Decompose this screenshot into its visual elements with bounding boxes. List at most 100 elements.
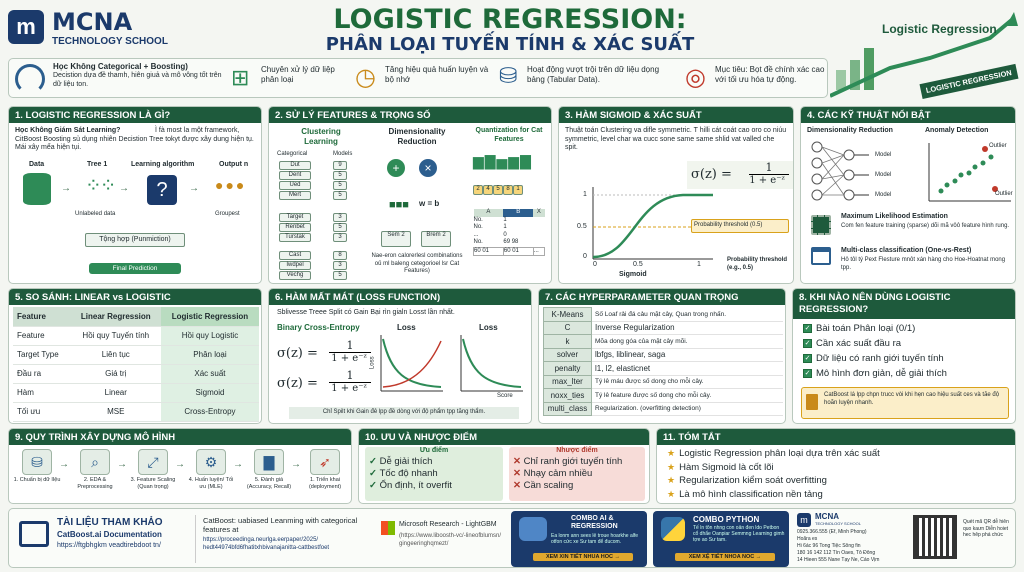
summary-text: Là mô hình classification nền tảng (679, 488, 823, 500)
panel-11-title: 11. TÓM TẮT (657, 429, 1015, 445)
compare-cell: Xác suất (160, 364, 259, 384)
pipeline-step: ▇ 5. Đánh giá (Accuracy, Recall) (243, 449, 295, 490)
header-badge: Logistic Regression LOGISTIC REGRESSION (829, 8, 1019, 104)
star-icon: ★ (667, 488, 676, 499)
num-cell: 3 (333, 213, 347, 222)
panel-features: 2. SỬ LÝ FEATURES & TRỌNG SỐ Clustering … (268, 106, 552, 284)
pipeline-step: ⚙4. Huấn luyện/ Tối ưu (MLE) (185, 449, 237, 490)
step-label: 5. Đánh giá (Accuracy, Recall) (246, 477, 292, 490)
p2-models: Models (333, 151, 353, 157)
step-label: 3. Feature Scaling (Quan trọng) (130, 477, 176, 490)
sig-x05: 0.5 (633, 261, 643, 268)
ms-url[interactable]: (https://www.liboosth-vc/-lineofblumsn/ … (399, 533, 502, 547)
p1-combine: Tộng hợp (Punmiction) (85, 233, 185, 247)
bar-chart-icon: ▇ (254, 449, 284, 475)
arrow-icon: → (291, 459, 301, 470)
panel-pros-cons: 10. ƯU VÀ NHƯỢC ĐIỂM Ưu điểm ✓ Dễ giải t… (358, 428, 650, 504)
panel-when-to-use: 8. KHI NÀO NÊN DÙNG LOGISTIC REGRESSION?… (792, 288, 1016, 424)
logo: m MCNA TECHNOLOGY SCHOOL (8, 8, 188, 48)
book-icon (806, 394, 818, 410)
p2-col2-title: Dimensionality Reduction (388, 127, 446, 146)
formula-num: 1 (329, 369, 371, 383)
panel-4-title: 4. CÁC KỸ THUẬT NỔI BẬT (801, 107, 1015, 123)
target-icon: ◎ (685, 64, 706, 91)
catboost-ref[interactable]: CatBoost: uabiased Leanming with categor… (203, 516, 358, 534)
rocket-icon: ➶ (310, 449, 340, 475)
pros-item: ✓ Ổn định, ít overfit (365, 480, 503, 492)
ref-link-1[interactable]: CatBoost.ai Documentation (57, 530, 162, 539)
pros-box: Ưu điểm ✓ Dễ giải thích ✓ Tốc độ nhanh ✓… (365, 447, 503, 501)
quant-cell: 2 (473, 185, 483, 195)
p2-col1-title: Clustering Learning (301, 127, 341, 146)
param-name: C (543, 320, 592, 335)
pros-title: Ưu điểm (419, 447, 449, 454)
combo-ai-button[interactable]: XEM XIN TIẾT NHUA HOC → (533, 553, 633, 561)
badge-top-label: Logistic Regression (882, 22, 997, 36)
combo-ai-card[interactable]: COMBO AI & REGRESSION Ea lonm ann sees l… (511, 511, 647, 567)
param-desc: Inverse Regularization (591, 321, 783, 335)
compare-cell: Đầu ra (13, 364, 71, 384)
combo-python-card[interactable]: COMBO PYTHON Tế ln tôn nhng con oản đen … (653, 511, 789, 567)
formula-den: 1 + e⁻ᶻ (331, 383, 367, 394)
param-name: multi_class (543, 401, 592, 416)
summary-item: ★Hàm Sigmoid là cốt lõi (667, 461, 1011, 475)
quant-cell: 1 (503, 216, 507, 223)
combo-python-button[interactable]: XEM XỆ TIẾT NHOA NOC → (675, 553, 775, 561)
tree-icon: ⁘⁘ (85, 175, 116, 197)
combo-python-title: COMBO PYTHON (693, 515, 760, 524)
p2-sem: Sem 2 (381, 231, 411, 247)
p6-loss1: Loss (397, 323, 416, 332)
contact-line: Hoãra es (797, 536, 818, 542)
feature-1-title: Học Không Categorical + Boosting) (53, 62, 188, 71)
star-icon: ★ (667, 461, 676, 472)
pros-text: Tốc độ nhanh (379, 467, 438, 479)
formula-lhs: σ(z) = (277, 376, 318, 391)
cons-item: ✕ Chỉ ranh giới tuyến tính (509, 456, 645, 468)
panel-8-title: 8. KHI NÀO NÊN DÙNG LOGISTIC REGRESSION? (793, 289, 1015, 319)
compare-cell: Liên tục (70, 345, 161, 365)
logo-title: MCNA (52, 8, 133, 36)
summary-item: ★Là mô hình classification nền tảng (667, 488, 1011, 502)
panel-5-title: 5. SO SÁNH: LINEAR vs LOGISTIC (9, 289, 261, 305)
num-cell: 5 (333, 171, 347, 180)
cat-cell: Cast (279, 251, 311, 260)
combo-ai-title: COMBO AI & REGRESSION (571, 515, 618, 530)
quant-cell: 1 (503, 224, 507, 230)
p3-text: Thuật toán Clustering va difle symmetric… (565, 127, 787, 151)
qr-code-icon[interactable] (913, 515, 957, 559)
page-subtitle: PHÂN LOẠI TUYẾN TÍNH & XÁC SUẤT (325, 34, 695, 55)
sigmoid-formula: σ(z) = 1 1 + e⁻ᶻ (687, 161, 793, 189)
cross-icon: ✕ (513, 455, 524, 467)
speedometer-icon (15, 64, 45, 94)
use-case-list: ✓Bài toán Phân loại (0/1) ✓Cần xác suất … (803, 321, 1013, 381)
param-name: k (543, 334, 592, 349)
pipeline-step: ⌕2. EDA & Preprocessing (69, 449, 121, 490)
catboost-url[interactable]: https://proceedinga.neurlga.eerpaper/202… (203, 537, 330, 551)
compare-cell: Feature (13, 326, 71, 346)
arrow-icon: → (61, 183, 71, 194)
sig-threshold-label: Probability threshold (e.g., 0.5) (727, 257, 788, 271)
page-title: LOGISTIC REGRESSION: (333, 4, 687, 35)
loss-curves (380, 335, 523, 392)
p1-learn-label: Learning algorithm (131, 161, 195, 168)
formula-den: 1 + e⁻ᶻ (749, 175, 785, 186)
compare-cell: Linear (70, 383, 161, 403)
contact-line: 14 Hieen 555 Nane Tạy Ne, Cáo Vịm (797, 557, 880, 563)
ms-ref[interactable]: Microsoft Research - LightGBM (399, 521, 497, 528)
cat-cell: Dent (279, 171, 311, 180)
p2-col3-title: Quantization for Cat Features (475, 127, 543, 143)
ref-link-2[interactable]: https://ftgbhgkm veadtirebdoot tn/ (57, 542, 161, 549)
quant-head: A (473, 209, 504, 217)
feature-5-text: Mục tiêu: Bọt đề chính xác cao với tối ư… (715, 65, 825, 84)
pipeline-step: ⤢3. Feature Scaling (Quan trọng) (127, 449, 179, 490)
cat-cell: Renbet (279, 223, 311, 232)
check-icon: ✓ (369, 455, 380, 467)
sig-x0: 0 (593, 261, 597, 268)
use-case-item: ✓Cần xác suất đầu ra (803, 336, 1013, 351)
arrow-icon: → (175, 459, 185, 470)
summary-item: ★Regularization kiểm soát overfitting (667, 474, 1011, 488)
contact-line: 180 16 142 112 Tín Oaes, Tô Đông (797, 550, 876, 556)
quant-cell: 5 (493, 185, 503, 195)
